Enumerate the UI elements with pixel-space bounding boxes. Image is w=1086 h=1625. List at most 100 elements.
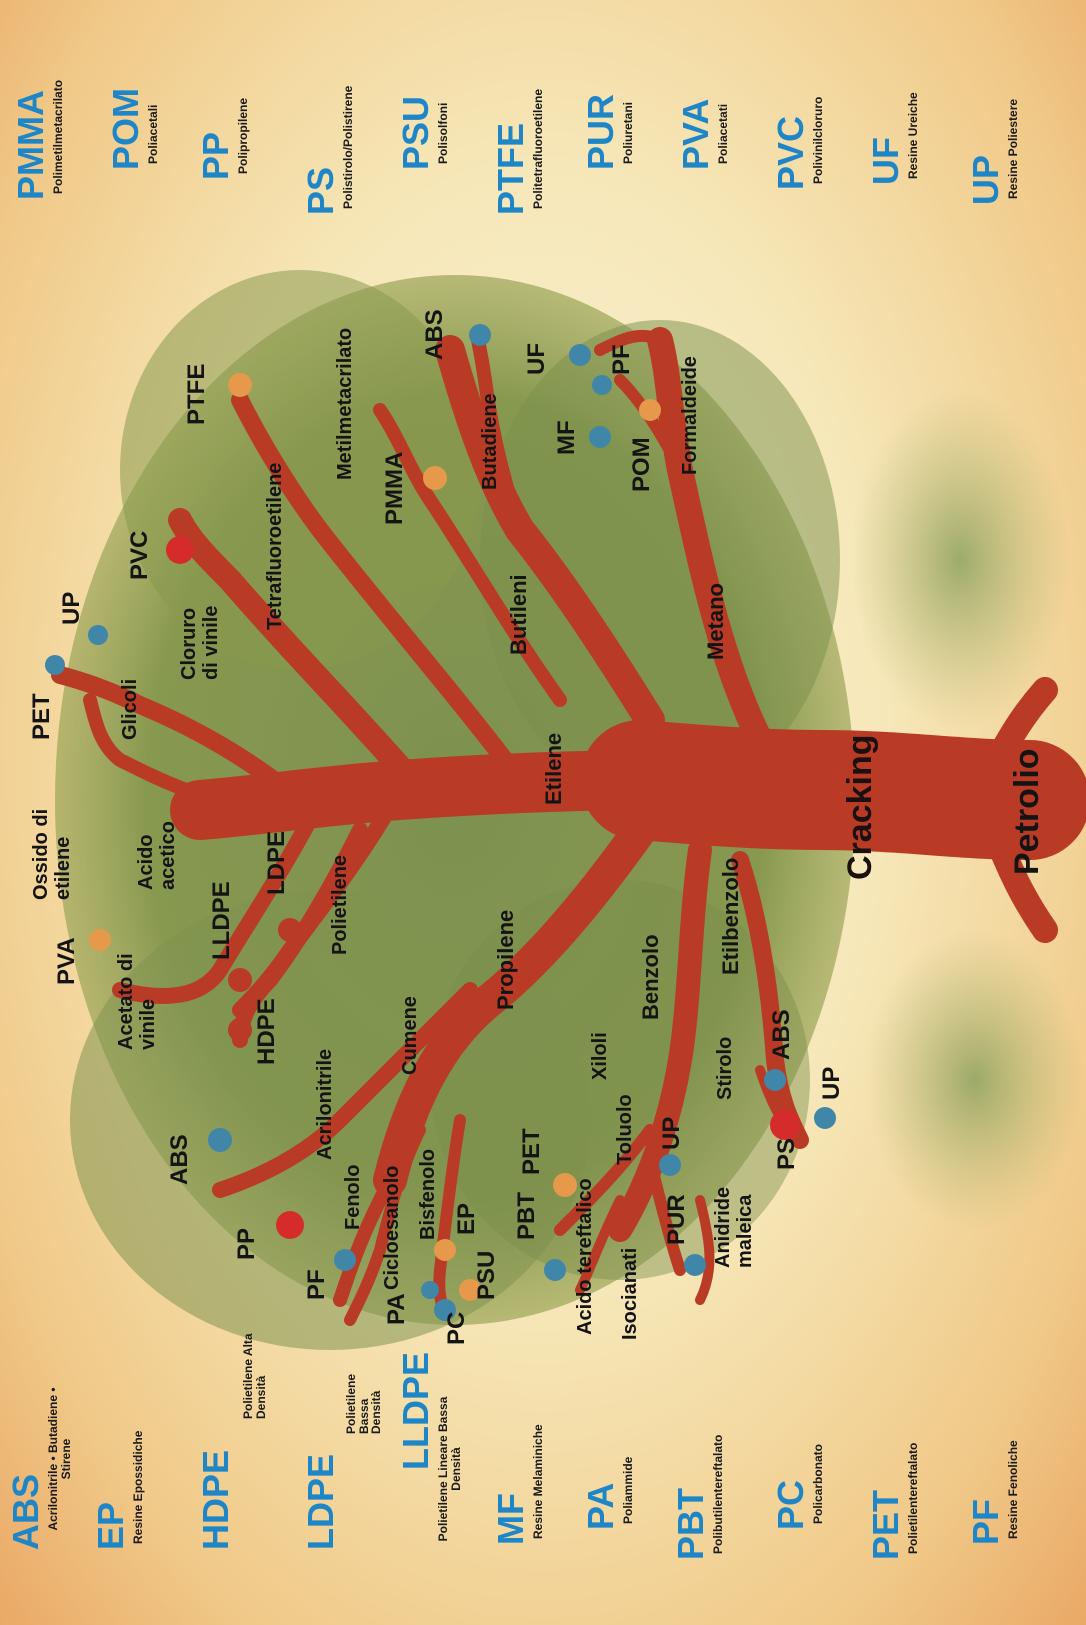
polymer-label-up-2: UP — [820, 1067, 844, 1100]
trunk-label-petrolio: Petrolio — [1010, 748, 1044, 875]
polymer-label-pva: PVA — [55, 937, 79, 985]
polymer-label-pet: PET — [520, 1128, 544, 1175]
legend-left-pbt: PBT Polibutilentereftalato — [670, 1435, 725, 1560]
polymer-label-pc: PC — [445, 1312, 469, 1345]
polymer-label-up: UP — [660, 1117, 684, 1150]
label-metilmetacrilato: Metilmetacrilato — [335, 328, 355, 480]
legend-abbr: PTFE — [490, 89, 532, 215]
label-benzolo: Benzolo — [640, 934, 662, 1020]
trunk-label-cracking: Cracking — [843, 735, 877, 881]
polymer-label-ps: PS — [775, 1138, 799, 1170]
polymer-label-pom: POM — [630, 437, 654, 492]
legend-right-pva: PVA Poliacetati — [675, 99, 730, 170]
legend-abbr: HDPE — [195, 1450, 237, 1550]
label-cumene: Cumene — [400, 996, 420, 1075]
legend-right-pom: POM Poliacetali — [105, 88, 160, 170]
legend-abbr: PUR — [580, 94, 622, 170]
label-cloruro-di-vinile: Cloruro di vinile — [178, 590, 222, 680]
legend-left-lldpe: LLDPE — [395, 1352, 437, 1470]
legend-right-uf: UF Resine Ureiche — [865, 92, 920, 185]
legend-abbr: LDPE — [300, 1454, 342, 1550]
legend-abbr: UP — [965, 99, 1007, 205]
polymer-label-psu: PSU — [475, 1251, 499, 1300]
legend-full: Poliacetati — [717, 99, 730, 164]
legend-full: Resine Melaminiche — [532, 1424, 545, 1539]
legend-abbr: POM — [105, 88, 147, 170]
polymer-label-pbt: PBT — [515, 1192, 539, 1240]
legend-left-pf: PF Resine Fenoliche — [965, 1440, 1020, 1545]
label-toluolo: Toluolo — [615, 1094, 635, 1165]
label-xiloli: Xiloli — [590, 1032, 610, 1080]
legend-abbr: UF — [865, 92, 907, 185]
polymer-label-ep: EP — [455, 1203, 479, 1235]
legend-left-abs: ABS Acrilonitrile • Butadiene • Stirene — [5, 1374, 72, 1550]
legend-full: Resine Fenoliche — [1007, 1440, 1020, 1539]
polymer-label-pvc: PVC — [128, 531, 152, 580]
legend-full: Polietilene Bassa Densità — [345, 1354, 383, 1434]
polymer-label-uf: UF — [525, 343, 549, 375]
legend-full: Resine Ureiche — [907, 92, 920, 179]
polymer-label-ptfe: PTFE — [185, 364, 209, 425]
legend-left-pa: PA Poliammide — [580, 1457, 635, 1530]
legend-abbr: PC — [770, 1444, 812, 1530]
legend-full: Polipropilene — [237, 98, 250, 174]
label-etilene: Etilene — [543, 733, 565, 805]
legend-left-pc: PC Policarbonato — [770, 1444, 825, 1530]
polymer-label-lldpe: LLDPE — [210, 881, 234, 960]
legend-full: Polimetilmetacrilato — [52, 80, 65, 194]
legend-full: Poliuretani — [622, 94, 635, 164]
label-acrilonitrile: Acrilonitrile — [315, 1049, 335, 1160]
polymer-label-pf-2: PF — [610, 344, 634, 375]
legend-left-ldpe-full: Polietilene Bassa Densità — [345, 1354, 383, 1440]
label-stirolo: Stirolo — [715, 1037, 735, 1100]
label-acido-tereftalico: Acido tereftalico — [575, 1178, 595, 1335]
legend-right-pvc: PVC Polivinilcloruro — [770, 97, 825, 190]
legend-right-ps: PS Polistirolo/Polistirene — [300, 86, 355, 215]
legend-full: Polietilentereftalato — [907, 1443, 920, 1554]
legend-left-hdpe-full: Polietilene Alta Densità — [242, 1329, 267, 1425]
polymer-label-pmma: PMMA — [383, 452, 407, 525]
legend-abbr: PSU — [395, 96, 437, 170]
label-ossido-di-etilene: Ossido di etilene — [30, 800, 74, 900]
legend-full: Policarbonato — [812, 1444, 825, 1524]
polymer-label-pur: PUR — [665, 1194, 689, 1245]
label-butileni: Butileni — [508, 574, 530, 655]
label-fenolo: Fenolo — [343, 1164, 363, 1230]
legend-abbr: PMMA — [10, 80, 52, 200]
legend-full: Politetrafluoroetilene — [532, 89, 545, 209]
legend-left-pet: PET Polietilentereftalato — [865, 1443, 920, 1560]
legend-abbr: PP — [195, 98, 237, 180]
legend-full: Resine Poliestere — [1007, 99, 1020, 199]
legend-right-psu: PSU Polisolfoni — [395, 96, 450, 170]
legend-abbr: EP — [90, 1431, 132, 1550]
polymer-label-pf: PF — [305, 1269, 329, 1300]
label-formaldeide: Formaldeide — [680, 356, 700, 475]
legend-full: Polietilene Alta Densità — [242, 1329, 267, 1419]
polymer-label-ldpe: LDPE — [265, 831, 289, 895]
legend-full: Polivinilcloruro — [812, 97, 825, 184]
legend-left-hdpe: HDPE — [195, 1450, 237, 1550]
legend-full: Resine Epossidiche — [132, 1431, 145, 1544]
legend-full: Polistirolo/Polistirene — [342, 86, 355, 209]
polymer-label-pet-2: PET — [30, 693, 54, 740]
label-metano: Metano — [705, 583, 727, 660]
legend-left-mf: MF Resine Melaminiche — [490, 1424, 545, 1545]
polymer-label-mf: MF — [555, 420, 579, 455]
legend-abbr: LLDPE — [395, 1352, 437, 1470]
label-acetato-di-vinile: Acetato di vinile — [115, 950, 159, 1050]
legend-abbr: PS — [300, 86, 342, 215]
legend-full: Acrilonitrile • Butadiene • Stirene — [47, 1374, 72, 1544]
legend-full: Polisolfoni — [437, 96, 450, 164]
label-anidride-maleica: Anidride maleica — [712, 1158, 756, 1268]
legend-right-ptfe: PTFE Politetrafluoroetilene — [490, 89, 545, 215]
label-butadiene: Butadiene — [480, 393, 500, 490]
legend-left-ep: EP Resine Epossidiche — [90, 1431, 145, 1550]
label-glicoli: Glicoli — [120, 679, 140, 740]
polymer-label-hdpe: HDPE — [255, 998, 279, 1065]
legend-abbr: PF — [965, 1440, 1007, 1545]
legend-right-up: UP Resine Poliestere — [965, 99, 1020, 205]
polymer-label-up-3: UP — [60, 592, 84, 625]
legend-right-pmma: PMMA Polimetilmetacrilato — [10, 80, 65, 200]
polymer-label-pa: PA — [385, 1293, 409, 1325]
